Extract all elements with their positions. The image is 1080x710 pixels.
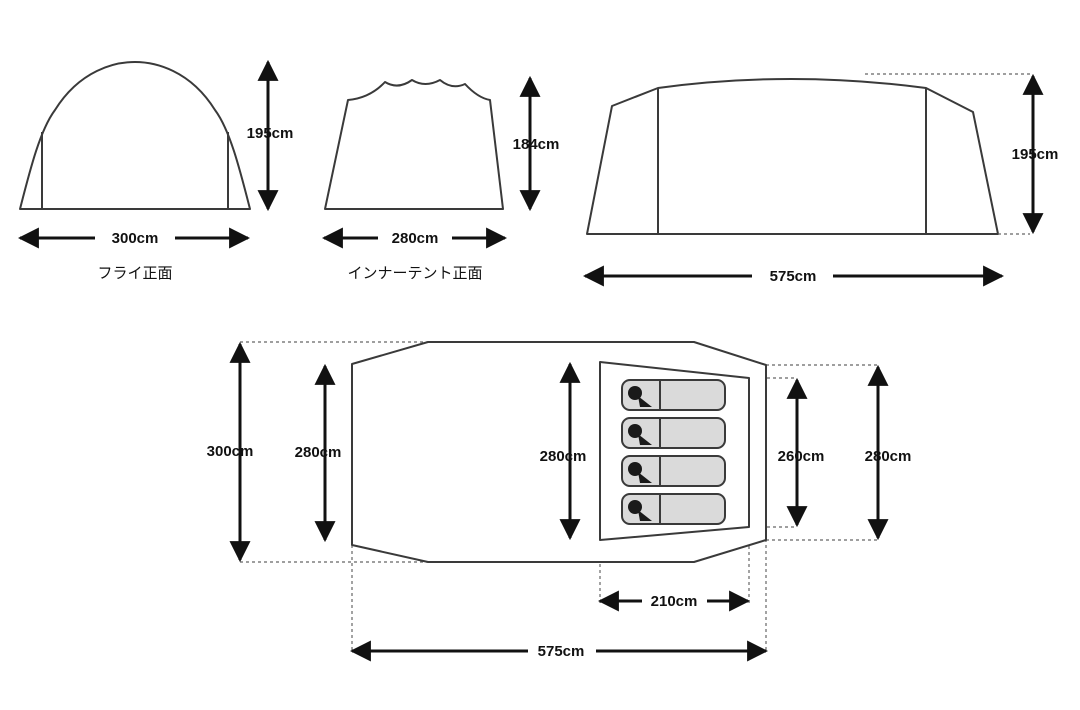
sleeping-bag-2 — [621, 417, 726, 449]
fly-front-height-label: 195cm — [247, 125, 294, 142]
plan-total-length-label: 575cm — [538, 643, 585, 660]
side-outline — [586, 78, 999, 235]
inner-front-width-label: 280cm — [392, 230, 439, 247]
sleeping-bag-4 — [621, 493, 726, 525]
fly-front-width-label: 300cm — [112, 230, 159, 247]
plan-right-width-label: 280cm — [865, 448, 912, 465]
plan-outer-width-label: 300cm — [207, 443, 254, 460]
fly-front-caption: フライ正面 — [97, 264, 172, 282]
side-length-label: 575cm — [770, 268, 817, 285]
side-view: 195cm 575cm — [582, 73, 1059, 287]
plan-inner-tent-width-label: 280cm — [540, 448, 587, 465]
plan-210-label: 210cm — [651, 593, 698, 610]
sleeping-bag-1 — [621, 379, 726, 411]
inner-front-view: 184cm 280cm インナーテント正面 — [321, 75, 560, 282]
fly-front-view: 195cm 300cm フライ正面 — [17, 59, 294, 282]
inner-front-caption: インナーテント正面 — [347, 264, 482, 282]
floor-plan: 300cm 280cm 280cm 260cm 280cm 210cm 575c… — [207, 341, 912, 662]
sleeping-bag-3 — [621, 455, 726, 487]
plan-inner-width-label: 280cm — [295, 444, 342, 461]
inner-front-height-label: 184cm — [513, 136, 560, 153]
side-height-label: 195cm — [1012, 146, 1059, 163]
fly-front-outline — [19, 61, 251, 210]
plan-260-label: 260cm — [778, 448, 825, 465]
inner-front-outline — [324, 79, 504, 210]
